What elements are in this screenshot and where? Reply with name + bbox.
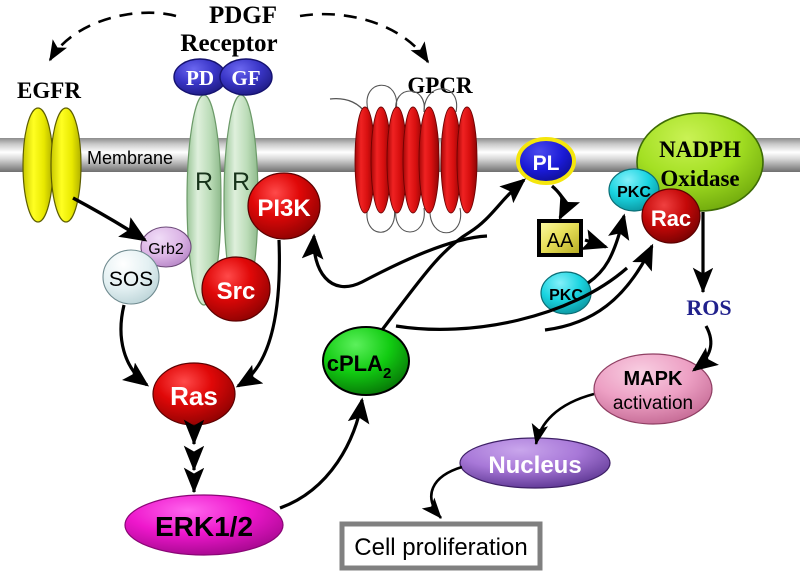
- mapk-activation-ellipse: [593, 353, 713, 425]
- pkc-lower-label: PKC: [549, 287, 583, 304]
- pl-ellipse: [516, 137, 576, 185]
- cpla2-label: cPLA: [327, 351, 383, 376]
- pi3k-ellipse: [247, 172, 321, 240]
- arrow-aa-to-pkc: [580, 229, 609, 251]
- nucleus-label: Nucleus: [488, 452, 581, 479]
- gpcr-loop-bottom-1: [366, 205, 396, 233]
- src-label: Src: [217, 278, 256, 305]
- mapk-activation-label-line2: activation: [613, 393, 693, 414]
- rac-label: Rac: [651, 206, 691, 231]
- arrow-ros-to-mapk: [691, 325, 719, 372]
- sos-label: SOS: [109, 268, 153, 291]
- ros-label: ROS: [686, 295, 731, 320]
- arrow-to-rac: [544, 243, 654, 332]
- membrane-label: Membrane: [87, 148, 173, 168]
- erk-label: ERK1/2: [155, 511, 253, 542]
- sos-ellipse: [102, 249, 160, 305]
- dashed-arc-to-gpcr: [299, 12, 430, 64]
- gpcr-label: GPCR: [407, 73, 473, 98]
- cpla2-ellipse: [322, 326, 410, 396]
- arrow-pi3k-to-ras: [235, 239, 281, 388]
- cpla2-node[interactable]: cPLA2: [322, 326, 410, 396]
- rtk-r-right: R: [232, 168, 250, 196]
- rac-ellipse: [641, 188, 701, 244]
- ras-node[interactable]: Ras: [152, 362, 236, 426]
- aa-label: AA: [547, 230, 574, 252]
- mapk-activation-label-line1: MAPK: [624, 368, 683, 390]
- gpcr-helix-7: [456, 106, 478, 214]
- gpcr-loop-top-1: [366, 84, 398, 111]
- pl-node[interactable]: PL: [516, 137, 576, 185]
- arrow-layer: [72, 178, 719, 519]
- pdgf-receptor-complex[interactable]: R R PD GF: [173, 58, 273, 306]
- arrow-erk-to-cpla2: [279, 397, 370, 510]
- nadph-oxidase-label-line1: NADPH: [659, 137, 741, 162]
- nadph-oxidase-label-line2: Oxidase: [660, 166, 739, 191]
- gpcr-receptor[interactable]: [329, 84, 478, 234]
- pkc-lower-node[interactable]: PKC: [540, 271, 592, 315]
- aa-node[interactable]: AA: [537, 219, 583, 257]
- aa-rect: [537, 219, 583, 257]
- gpcr-loop-bottom-3: [429, 207, 462, 234]
- egfr-helix-1: [22, 107, 54, 223]
- arrow-sos-to-ras: [119, 304, 150, 387]
- ras-label: Ras: [170, 381, 218, 411]
- arrow-mapk-to-nucleus: [531, 392, 595, 446]
- arrow-long-sweep-left: [395, 266, 629, 331]
- erk-node[interactable]: ERK1/2: [124, 494, 284, 556]
- gpcr-loop-bottom-2: [395, 207, 425, 233]
- erk-ellipse: [124, 494, 284, 556]
- nucleus-node[interactable]: Nucleus: [459, 437, 611, 489]
- nadph-oxidase-node[interactable]: NADPH Oxidase: [636, 112, 764, 212]
- gpcr-helix-5: [418, 106, 440, 214]
- pdgf-title-line2: Receptor: [180, 30, 277, 57]
- svg-text:cPLA2: cPLA2: [327, 351, 392, 382]
- pkc-upper-label: PKC: [617, 184, 651, 201]
- cell-proliferation-box[interactable]: Cell proliferation: [339, 521, 543, 571]
- dashed-arc-to-egfr: [48, 11, 177, 62]
- mapk-activation-node[interactable]: MAPK activation: [593, 353, 713, 425]
- cell-proliferation-rect: [339, 521, 543, 571]
- arrow-egfr-to-grb2: [72, 196, 148, 242]
- cell-proliferation-label: Cell proliferation: [354, 534, 527, 561]
- pi3k-node[interactable]: PI3K: [247, 172, 321, 240]
- gpcr-loop-top-2: [395, 90, 425, 113]
- pdgf-title-line1: PDGF: [209, 2, 277, 29]
- gf-ligand-label: GF: [231, 66, 260, 90]
- arrow-pkc-lower-to-pkc-upper: [587, 213, 630, 285]
- cpla2-sublabel: 2: [383, 365, 391, 382]
- arrow-pl-to-aa: [550, 184, 581, 221]
- rac-node[interactable]: Rac: [641, 188, 701, 244]
- egfr-receptor[interactable]: [22, 107, 82, 223]
- gf-ligand[interactable]: [219, 58, 273, 96]
- pl-label: PL: [533, 152, 560, 175]
- arrow-gpcr-to-pi3k: [301, 233, 488, 289]
- arrow-nucleus-to-cell-proliferation: [421, 465, 463, 519]
- src-node[interactable]: Src: [201, 256, 271, 322]
- arrow-cpla2-to-pl: [380, 178, 526, 331]
- grb2-node[interactable]: Grb2: [140, 226, 192, 268]
- egfr-helix-2: [50, 107, 82, 223]
- rtk-r-left: R: [195, 168, 213, 196]
- pd-ligand-label: PD: [186, 66, 214, 90]
- pi3k-label: PI3K: [257, 195, 311, 222]
- sos-node[interactable]: SOS: [102, 249, 160, 305]
- grb2-label: Grb2: [148, 241, 184, 258]
- grb2-ellipse: [140, 226, 192, 268]
- src-ellipse: [201, 256, 271, 322]
- gpcr-loop-top-3: [423, 88, 458, 113]
- egfr-label: EGFR: [17, 78, 81, 103]
